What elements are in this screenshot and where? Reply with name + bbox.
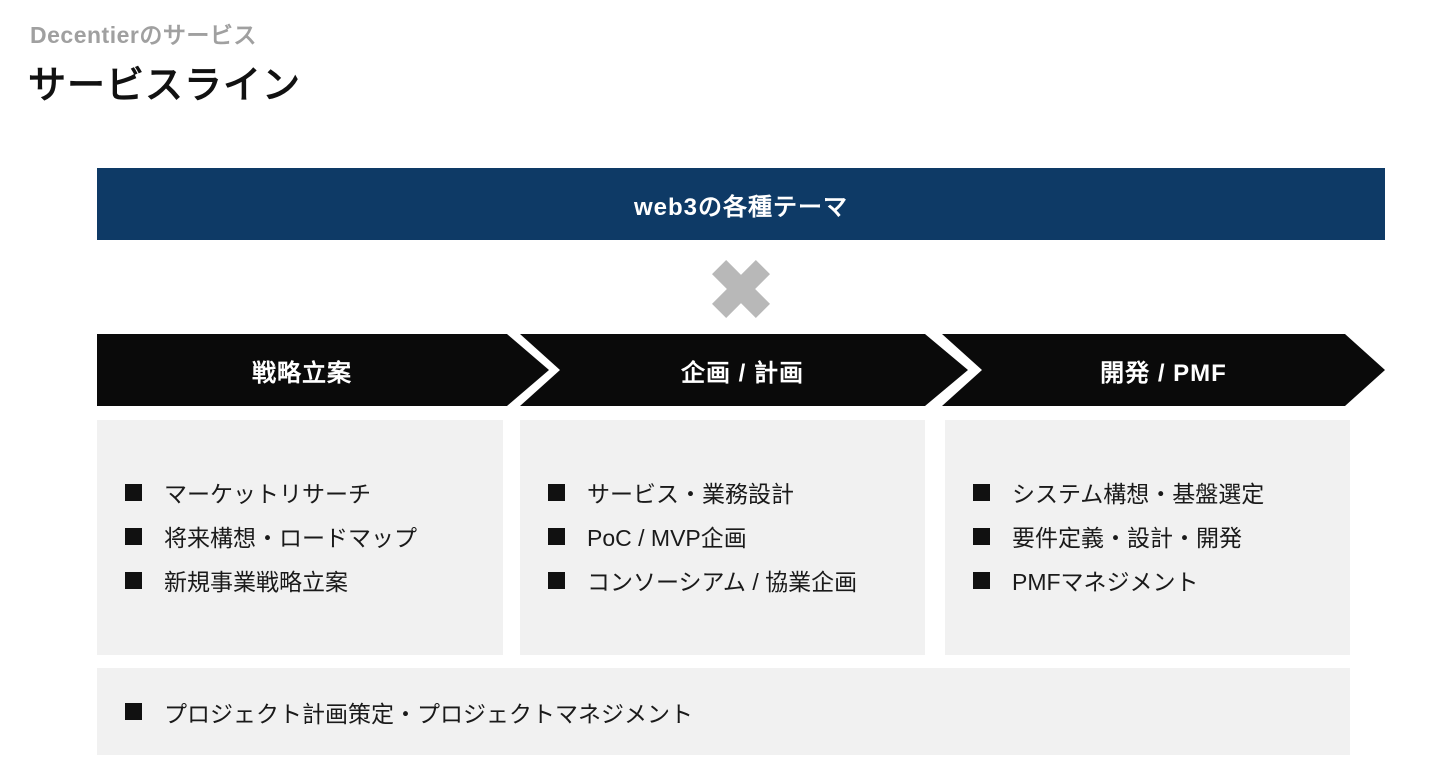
multiply-icon [697,245,785,333]
stage-panel-planning: サービス・業務設計 PoC / MVP企画 コンソーシアム / 協業企画 [520,420,925,655]
bullet-square-icon [125,483,142,501]
stage-panel-development: システム構想・基盤選定 要件定義・設計・開発 PMFマネジメント [945,420,1350,655]
list-item-label: コンソーシアム / 協業企画 [587,569,858,595]
list-item-label: 将来構想・ロードマップ [164,525,417,551]
list-item: PoC / MVP企画 [548,514,911,558]
bullet-square-icon [125,703,142,720]
stage-item-list: システム構想・基盤選定 要件定義・設計・開発 PMFマネジメント [973,470,1336,602]
stage-arrow-label: 開発 / PMF [1100,359,1227,387]
list-item-label: PMFマネジメント [1012,569,1199,595]
bullet-square-icon [548,571,565,589]
stage-arrow-label: 戦略立案 [252,359,352,387]
list-item: 要件定義・設計・開発 [973,514,1336,558]
bullet-square-icon [548,527,565,545]
stage-arrow-development: 開発 / PMF [942,334,1385,406]
list-item: コンソーシアム / 協業企画 [548,558,911,602]
footer-bar: プロジェクト計画策定・プロジェクトマネジメント [97,668,1350,755]
list-item-label: 要件定義・設計・開発 [1012,525,1242,551]
bullet-square-icon [125,571,142,589]
bullet-square-icon [125,527,142,545]
bullet-square-icon [548,483,565,501]
list-item-label: システム構想・基盤選定 [1012,481,1265,507]
list-item-label: マーケットリサーチ [164,481,371,507]
stage-arrow-planning: 企画 / 計画 [520,334,968,406]
stage-panel-strategy: マーケットリサーチ 将来構想・ロードマップ 新規事業戦略立案 [97,420,503,655]
list-item-label: 新規事業戦略立案 [164,569,348,595]
eyebrow: Decentierのサービス [30,22,257,48]
bullet-square-icon [973,483,990,501]
page-title: サービスライン [28,65,302,107]
bullet-square-icon [973,571,990,589]
bullet-square-icon [973,527,990,545]
stage-arrow-label: 企画 / 計画 [680,359,804,387]
stage-item-list: マーケットリサーチ 将来構想・ロードマップ 新規事業戦略立案 [125,470,489,602]
list-item: 新規事業戦略立案 [125,558,489,602]
list-item: システム構想・基盤選定 [973,470,1336,514]
list-item: マーケットリサーチ [125,470,489,514]
stage-arrow-strategy: 戦略立案 [97,334,549,406]
list-item: サービス・業務設計 [548,470,911,514]
theme-banner: web3の各種テーマ [97,168,1385,240]
list-item: 将来構想・ロードマップ [125,514,489,558]
list-item: PMFマネジメント [973,558,1336,602]
stage-item-list: サービス・業務設計 PoC / MVP企画 コンソーシアム / 協業企画 [548,470,911,602]
footer-bar-label: プロジェクト計画策定・プロジェクトマネジメント [164,700,693,727]
list-item-label: PoC / MVP企画 [587,525,747,551]
theme-banner-label: web3の各種テーマ [633,193,849,221]
list-item-label: サービス・業務設計 [587,481,794,507]
